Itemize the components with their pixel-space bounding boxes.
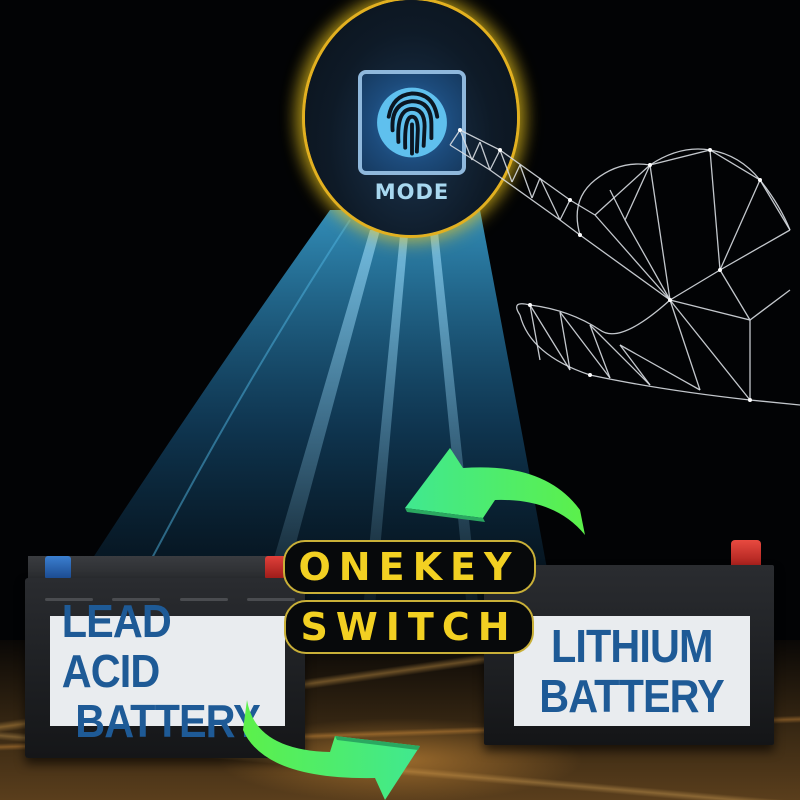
mode-label: MODE (374, 180, 450, 204)
headline-line2: SWITCH (284, 600, 534, 654)
lithium-label-line1: LITHIUM (551, 620, 713, 672)
lithium-label: LITHIUM BATTERY (514, 616, 750, 726)
wireframe-hand-icon (449, 128, 800, 406)
battery-emboss (45, 598, 295, 604)
lithium-label-line2: BATTERY (539, 670, 725, 722)
lead-acid-label: LEAD ACID BATTERY (50, 596, 285, 746)
positive-terminal-icon (731, 540, 761, 566)
onekey-switch-headline: ONEKEY SWITCH (282, 540, 536, 654)
lead-acid-label-line1: LEAD ACID (61, 595, 172, 697)
negative-terminal-icon (45, 556, 71, 578)
fingerprint-panel (358, 70, 466, 175)
fingerprint-icon (377, 87, 447, 158)
curved-arrow-right-icon (243, 700, 420, 800)
curved-arrow-left-icon (405, 448, 585, 535)
lead-acid-label-line2: BATTERY (75, 695, 260, 747)
headline-line1: ONEKEY (282, 540, 536, 594)
